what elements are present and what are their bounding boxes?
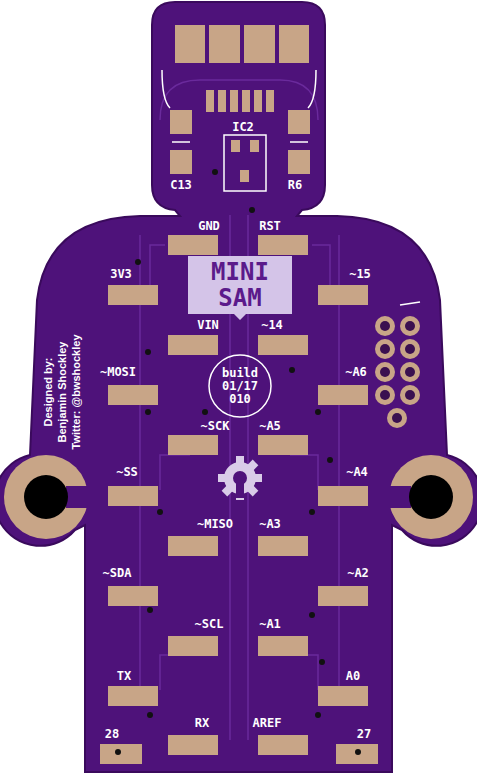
pin-label: ~A3 bbox=[259, 517, 281, 531]
pin-label: ~15 bbox=[349, 267, 371, 281]
hand-mount-holes bbox=[4, 455, 473, 539]
board-name: MINI SAM bbox=[192, 259, 288, 311]
pin-label: RX bbox=[195, 716, 209, 730]
plate-shape bbox=[188, 256, 292, 320]
pin-label: ~A6 bbox=[345, 365, 367, 379]
pin-label: 3V3 bbox=[110, 267, 132, 281]
pin-label: TX bbox=[117, 669, 131, 683]
pads bbox=[100, 25, 378, 764]
pin-label: 28 bbox=[105, 727, 119, 741]
pin-label: ~SCK bbox=[201, 419, 230, 433]
pin-label: C13 bbox=[170, 178, 192, 192]
pin-label: ~A1 bbox=[259, 617, 281, 631]
pin-label: ~A5 bbox=[259, 419, 281, 433]
pin-label: ~A4 bbox=[346, 465, 368, 479]
pin-label: ~MISO bbox=[197, 517, 233, 531]
pin-label: AREF bbox=[253, 716, 282, 730]
build-code: build 01/17 010 bbox=[217, 367, 263, 406]
pin-label: 27 bbox=[357, 727, 371, 741]
pin-label: ~SS bbox=[116, 465, 138, 479]
header-holes bbox=[375, 316, 420, 428]
credit-text: Twitter: @bwshockley bbox=[70, 334, 83, 449]
logo-plate: MINI SAM bbox=[188, 256, 292, 320]
pin-label: ~SDA bbox=[103, 566, 132, 580]
pin-label: IC2 bbox=[232, 120, 254, 134]
pin-label: VIN bbox=[197, 318, 219, 332]
pin-label: ~A2 bbox=[347, 566, 369, 580]
pin-label: RST bbox=[259, 219, 281, 233]
pin-label: ~SCL bbox=[195, 617, 224, 631]
badge-ring bbox=[209, 355, 271, 417]
vias bbox=[115, 169, 361, 755]
pin-label: ~14 bbox=[261, 318, 283, 332]
oshw-gear-logo bbox=[218, 456, 262, 500]
copper-traces bbox=[140, 80, 339, 740]
pin-label: GND bbox=[198, 219, 220, 233]
pin-label: A0 bbox=[346, 669, 360, 683]
build-badge: build 01/17 010 bbox=[208, 354, 272, 418]
credit-text: Designed by: bbox=[42, 357, 55, 426]
pin-label: ~MOSI bbox=[100, 365, 136, 379]
credit-text: Benjamin Shockley bbox=[56, 342, 69, 443]
pin-label: R6 bbox=[288, 178, 302, 192]
